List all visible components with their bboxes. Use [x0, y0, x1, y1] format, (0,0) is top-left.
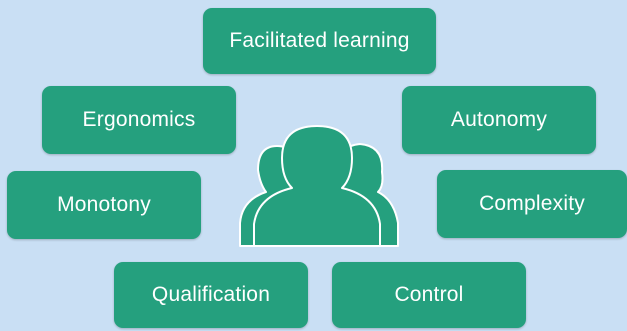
factor-box-autonomy: Autonomy	[402, 86, 596, 154]
factor-label-monotony: Monotony	[57, 193, 151, 216]
factor-box-control: Control	[332, 262, 526, 328]
factor-label-autonomy: Autonomy	[450, 108, 548, 131]
factor-label-complexity: Complexity	[479, 192, 585, 215]
factor-label-control: Control	[394, 283, 464, 306]
factor-box-monotony: Monotony	[7, 171, 201, 239]
factor-label-facilitated-learning: Facilitated learning	[229, 29, 410, 52]
factor-label-ergonomics: Ergonomics	[82, 108, 196, 131]
factor-box-qualification: Qualification	[114, 262, 308, 328]
factor-box-facilitated-learning: Facilitated learning	[203, 8, 436, 74]
people-group-icon	[239, 125, 399, 247]
factor-label-qualification: Qualification	[151, 283, 271, 306]
factor-box-ergonomics: Ergonomics	[42, 86, 236, 154]
center-person-silhouette	[253, 125, 381, 247]
factor-box-complexity: Complexity	[437, 170, 627, 238]
